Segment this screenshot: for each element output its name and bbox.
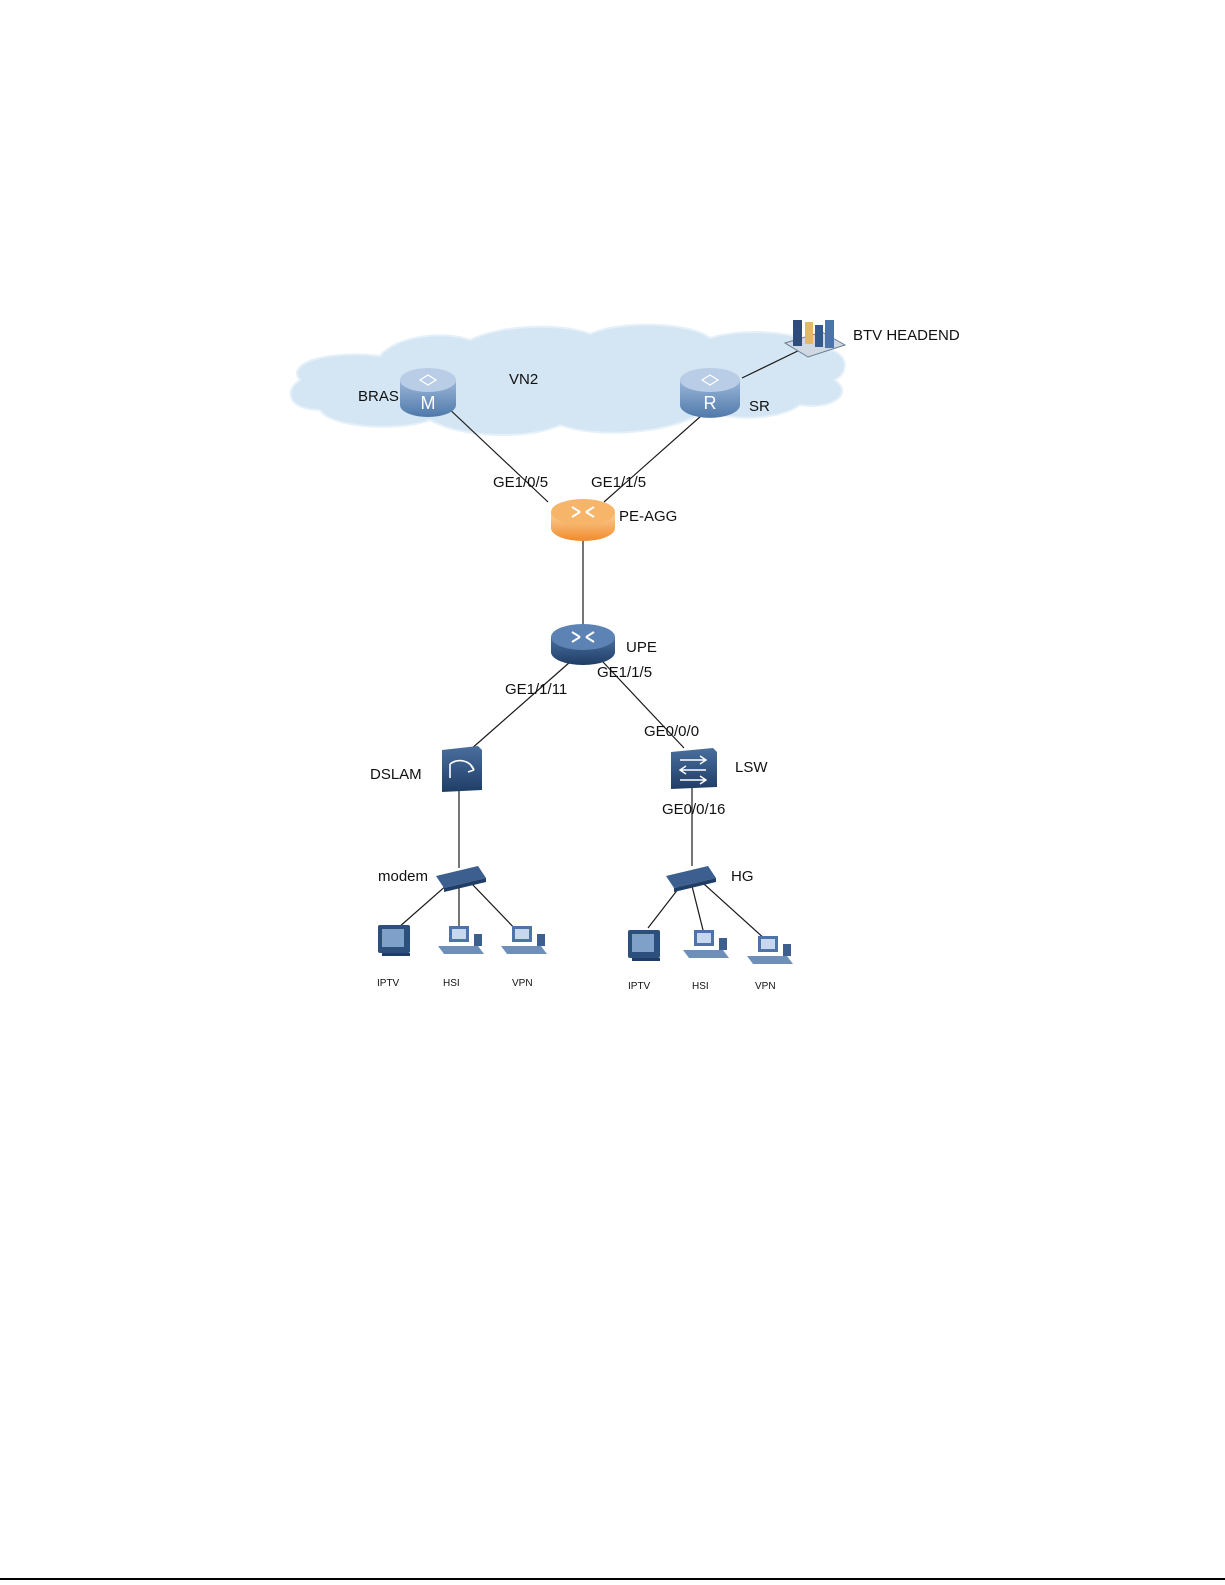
link-upe-dslam: [470, 662, 570, 750]
pc-icon: [501, 926, 547, 954]
link-modem-iptv: [398, 884, 448, 928]
switch-icon: [671, 748, 717, 789]
pc-icon: [747, 936, 793, 964]
core-router-icon: [551, 624, 615, 665]
router-r-icon: R: [680, 368, 740, 418]
dslam-device[interactable]: DSLAM: [370, 746, 482, 792]
tv-icon: [378, 925, 410, 956]
btv-headend[interactable]: BTV HEADEND: [785, 320, 960, 357]
port-upe-dslam: GE1/1/11: [505, 681, 567, 698]
port-lsw-up: GE0/0/0: [644, 723, 699, 740]
port-lsw-down: GE0/0/16: [662, 801, 725, 818]
right-vpn[interactable]: VPN: [747, 936, 793, 992]
left-iptv[interactable]: IPTV: [377, 925, 410, 989]
dslam-label: DSLAM: [370, 766, 422, 783]
lsw-label: LSW: [735, 759, 768, 776]
right-hsi[interactable]: HSI: [683, 930, 729, 992]
router-r-letter: R: [704, 393, 717, 413]
link-hg-hsi: [692, 886, 704, 934]
left-hsi-label: HSI: [443, 978, 460, 989]
pe-agg-label: PE-AGG: [619, 508, 677, 525]
left-hsi[interactable]: HSI: [438, 926, 484, 989]
left-vpn[interactable]: VPN: [501, 926, 547, 989]
hg-device[interactable]: HG: [666, 866, 754, 892]
sr-label: SR: [749, 398, 770, 415]
lsw-switch[interactable]: LSW: [671, 748, 768, 789]
right-iptv[interactable]: IPTV: [628, 930, 660, 992]
pc-icon: [438, 926, 484, 954]
btv-label: BTV HEADEND: [853, 327, 960, 344]
port-upe-lsw: GE1/1/5: [597, 664, 652, 681]
right-iptv-label: IPTV: [628, 981, 651, 992]
core-router-icon: [551, 499, 615, 541]
upe-label: UPE: [626, 639, 657, 656]
router-m-letter: M: [421, 393, 436, 413]
bras-label: BRAS: [358, 388, 399, 405]
modem-device[interactable]: modem: [378, 866, 486, 892]
pe-agg-router[interactable]: PE-AGG: [551, 499, 677, 541]
tv-icon: [628, 930, 660, 961]
modem-label: modem: [378, 868, 428, 885]
port-pe-sr: GE1/1/5: [591, 474, 646, 491]
left-vpn-label: VPN: [512, 978, 533, 989]
port-pe-bras: GE1/0/5: [493, 474, 548, 491]
upe-router[interactable]: UPE: [551, 624, 657, 665]
left-iptv-label: IPTV: [377, 978, 400, 989]
page-bottom-rule: [0, 1578, 1225, 1580]
cloud-shape: [290, 325, 844, 435]
dslam-icon: [442, 746, 482, 792]
vn2-cloud: VN2: [290, 325, 844, 435]
hg-label: HG: [731, 868, 754, 885]
right-vpn-label: VPN: [755, 981, 776, 992]
router-m-icon: M: [400, 368, 456, 417]
pc-icon: [683, 930, 729, 958]
right-hsi-label: HSI: [692, 981, 709, 992]
cloud-label: VN2: [509, 371, 538, 388]
